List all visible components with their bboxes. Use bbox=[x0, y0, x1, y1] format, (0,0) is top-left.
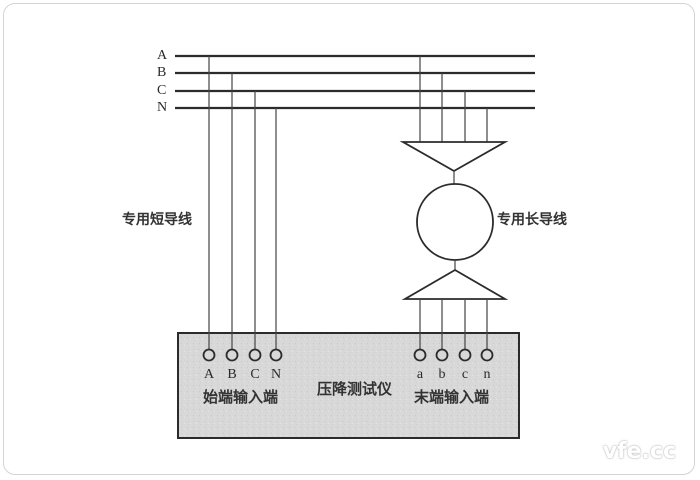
end-terminal-label: b bbox=[438, 367, 446, 382]
long-leads-bottom bbox=[419, 299, 488, 349]
start-terminal-label: A bbox=[203, 367, 215, 382]
bus-label-a: A bbox=[157, 48, 168, 63]
terminal-icon bbox=[202, 348, 216, 362]
end-terminals bbox=[413, 348, 494, 362]
cable-gather-top-icon bbox=[399, 141, 509, 173]
end-terminal-label: c bbox=[461, 367, 469, 382]
terminal-icon bbox=[435, 348, 449, 362]
instrument-title: 压降测试仪 bbox=[317, 380, 393, 398]
watermark: vfe.cc bbox=[602, 439, 676, 464]
start-terminal-label: C bbox=[250, 367, 260, 382]
end-terminal-label: a bbox=[416, 367, 424, 382]
start-terminal-label: N bbox=[270, 367, 282, 382]
short-lead-label: 专用短导线 bbox=[122, 212, 192, 228]
end-terminal-label: n bbox=[483, 367, 491, 382]
terminal-icon bbox=[269, 348, 283, 362]
bus-lines bbox=[175, 54, 535, 110]
cable-gather-bottom-icon bbox=[401, 268, 509, 300]
terminal-icon bbox=[480, 348, 494, 362]
end-input-label: 末端输入端 bbox=[414, 388, 490, 406]
long-lead-label: 专用长导线 bbox=[497, 212, 567, 228]
cable-reel-icon bbox=[416, 183, 494, 261]
bus-label-n: N bbox=[157, 100, 168, 115]
start-terminals bbox=[202, 348, 283, 362]
bus-label-b: B bbox=[157, 65, 167, 80]
terminal-icon bbox=[413, 348, 427, 362]
short-leads bbox=[208, 56, 277, 349]
terminal-icon bbox=[225, 348, 239, 362]
start-terminal-label: B bbox=[227, 367, 237, 382]
terminal-icon bbox=[458, 348, 472, 362]
bus-label-c: C bbox=[157, 83, 167, 98]
terminal-icon bbox=[248, 348, 262, 362]
long-leads-top bbox=[419, 56, 488, 142]
start-input-label: 始端输入端 bbox=[203, 388, 279, 406]
